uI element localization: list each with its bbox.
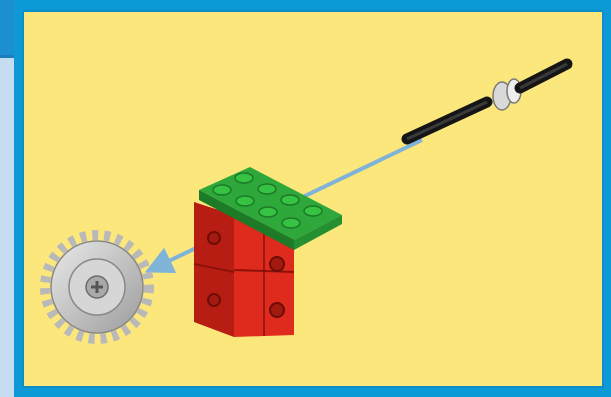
- red-technic-bricks: [193, 202, 295, 337]
- sidebar-panel: [0, 0, 18, 397]
- sidebar-card: [0, 55, 14, 397]
- axle-with-bush: [401, 58, 573, 145]
- illustration-stage: [22, 10, 604, 388]
- grey-gear: [40, 230, 154, 344]
- green-plate: [199, 167, 342, 250]
